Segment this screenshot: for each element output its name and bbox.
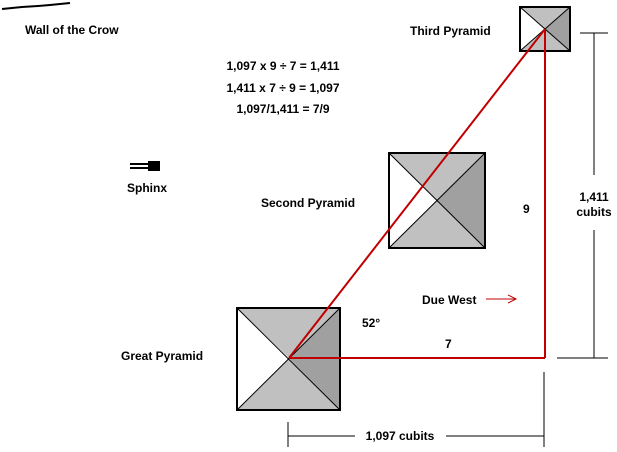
wall-of-the-crow-icon [1, 2, 71, 10]
third-pyramid-icon [519, 6, 571, 52]
height-unit-label: cubits [576, 205, 612, 219]
equation-2: 1,411 x 7 ÷ 9 = 1,097 [226, 81, 339, 95]
wall-of-the-crow-label: Wall of the Crow [25, 23, 119, 37]
width-dimension-label: 1,097 cubits [366, 429, 435, 443]
height-value-label: 1,411 [579, 190, 609, 204]
hypotenuse-line [288, 28, 546, 359]
width-dimension-line [287, 372, 545, 447]
angle-label: 52° [362, 316, 380, 330]
third-pyramid-label: Third Pyramid [410, 24, 491, 38]
side-nine-label: 9 [523, 202, 530, 216]
height-dimension-line [557, 32, 608, 359]
great-pyramid-icon [236, 307, 341, 411]
great-pyramid-label: Great Pyramid [121, 349, 203, 363]
second-pyramid-icon [388, 152, 486, 249]
sphinx-label: Sphinx [127, 181, 167, 195]
second-pyramid-label: Second Pyramid [261, 196, 355, 210]
equation-1: 1,097 x 9 ÷ 7 = 1,411 [226, 59, 339, 73]
due-west-arrow-icon [486, 294, 518, 304]
sphinx-icon [130, 161, 160, 171]
due-west-label: Due West [422, 293, 476, 307]
alignment-triangle [288, 28, 546, 359]
equation-3: 1,097/1,411 = 7/9 [236, 102, 329, 116]
side-seven-label: 7 [445, 337, 452, 351]
